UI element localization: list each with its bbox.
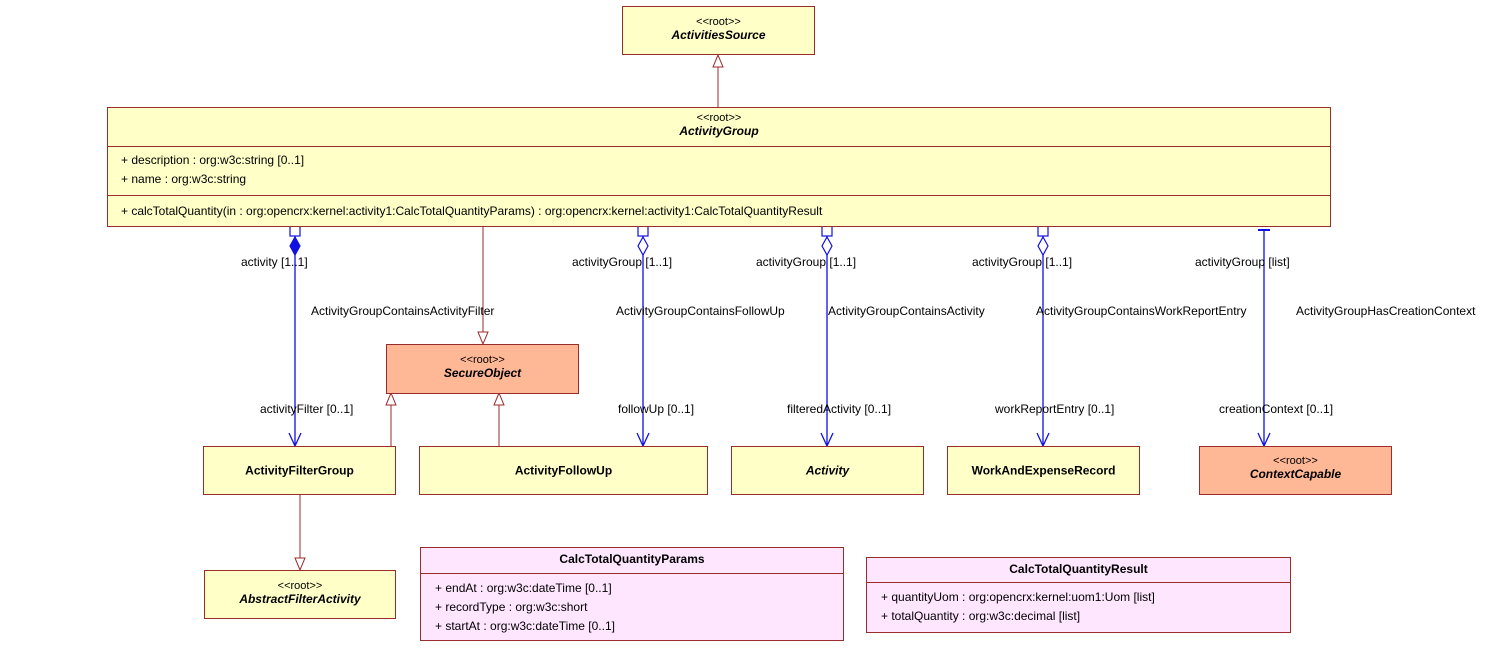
stereotype-label: <<root>> <box>460 354 505 366</box>
class-name: ActivitiesSource <box>671 28 766 42</box>
association-target-role: followUp [0..1] <box>618 402 695 416</box>
attributes-section: + endAt : org:w3c:dateTime [0..1] + reco… <box>421 573 843 640</box>
association-source-role: activity [1..1] <box>241 255 308 269</box>
class-name: AbstractFilterActivity <box>239 592 361 606</box>
association-name: ActivityGroupContainsFollowUp <box>616 304 785 318</box>
class-activity-filter-group[interactable]: ActivityFilterGroup <box>203 446 396 495</box>
class-name: ContextCapable <box>1249 467 1342 481</box>
class-work-and-expense-record[interactable]: WorkAndExpenseRecord <box>947 446 1140 495</box>
class-name: Activity <box>805 463 850 477</box>
class-name: ActivityGroup <box>679 124 759 138</box>
generalization-arrowhead <box>477 331 489 346</box>
attribute: + name : org:w3c:string <box>121 172 247 186</box>
aggregation-diamond <box>821 235 833 257</box>
class-name: SecureObject <box>443 366 522 380</box>
association-target-role: activityFilter [0..1] <box>260 402 354 416</box>
qualifier-square <box>289 225 301 237</box>
stereotype-label: <<root>> <box>696 16 741 28</box>
class-secure-object[interactable]: <<root>> SecureObject <box>386 344 579 394</box>
association-target-role: creationContext [0..1] <box>1219 402 1334 416</box>
qualifier-square <box>1037 225 1049 237</box>
operations-section: + calcTotalQuantity(in : org:opencrx:ker… <box>108 195 1330 225</box>
operation: + calcTotalQuantity(in : org:opencrx:ker… <box>121 204 823 218</box>
attributes-section: + quantityUom : org:opencrx:kernel:uom1:… <box>867 582 1290 630</box>
attribute: + quantityUom : org:opencrx:kernel:uom1:… <box>881 590 1155 604</box>
class-activities-source[interactable]: <<root>> ActivitiesSource <box>622 6 815 55</box>
association-source-role: activityGroup [list] <box>1195 255 1290 269</box>
stereotype-label: <<root>> <box>1273 455 1318 467</box>
class-name: WorkAndExpenseRecord <box>971 463 1116 477</box>
stereotype-label: <<root>> <box>277 580 323 592</box>
qualifier-square <box>637 225 649 237</box>
association-source-role: activityGroup [1..1] <box>972 255 1073 269</box>
class-name: ActivityFollowUp <box>514 463 613 477</box>
class-activity-follow-up[interactable]: ActivityFollowUp <box>419 446 708 495</box>
aggregation-diamond <box>637 235 649 257</box>
generalization-arrowhead <box>294 557 306 572</box>
association-name: ActivityGroupHasCreationContext <box>1296 304 1476 318</box>
class-abstract-filter-activity[interactable]: <<root>> AbstractFilterActivity <box>204 570 396 619</box>
association-source-role: activityGroup [1..1] <box>572 255 673 269</box>
generalization-arrowhead <box>385 391 397 406</box>
association-name: ActivityGroupContainsActivityFilter <box>311 304 495 318</box>
association-name: ActivityGroupContainsWorkReportEntry <box>1036 304 1247 318</box>
attribute: + startAt : org:w3c:dateTime [0..1] <box>435 619 615 633</box>
class-activity-group[interactable]: <<root>> ActivityGroup + description : o… <box>107 107 1331 227</box>
qualifier-square <box>821 225 833 237</box>
stereotype-label: <<root>> <box>696 112 742 124</box>
class-name: ActivityFilterGroup <box>245 463 354 477</box>
aggregation-diamond <box>1037 235 1049 257</box>
struct-calc-total-quantity-result[interactable]: CalcTotalQuantityResult + quantityUom : … <box>866 557 1291 633</box>
class-context-capable[interactable]: <<root>> ContextCapable <box>1199 446 1392 495</box>
generalization-arrowhead <box>712 53 724 68</box>
generalization-arrowhead <box>493 391 505 406</box>
class-activity[interactable]: Activity <box>731 446 924 495</box>
attribute: + recordType : org:w3c:short <box>435 600 588 614</box>
association-target-role: workReportEntry [0..1] <box>995 402 1115 416</box>
struct-calc-total-quantity-params[interactable]: CalcTotalQuantityParams + endAt : org:w3… <box>420 547 844 641</box>
attributes-section: + description : org:w3c:string [0..1] + … <box>108 146 1330 195</box>
class-name: CalcTotalQuantityParams <box>559 552 705 566</box>
composition-diamond <box>289 235 301 257</box>
association-source-role: activityGroup [1..1] <box>756 255 857 269</box>
association-target-role: filteredActivity [0..1] <box>787 402 892 416</box>
attribute: + endAt : org:w3c:dateTime [0..1] <box>435 581 612 595</box>
class-name: CalcTotalQuantityResult <box>1009 562 1148 576</box>
attribute: + totalQuantity : org:w3c:decimal [list] <box>881 609 1081 623</box>
association-name: ActivityGroupContainsActivity <box>828 304 985 318</box>
attribute: + description : org:w3c:string [0..1] <box>121 153 305 167</box>
